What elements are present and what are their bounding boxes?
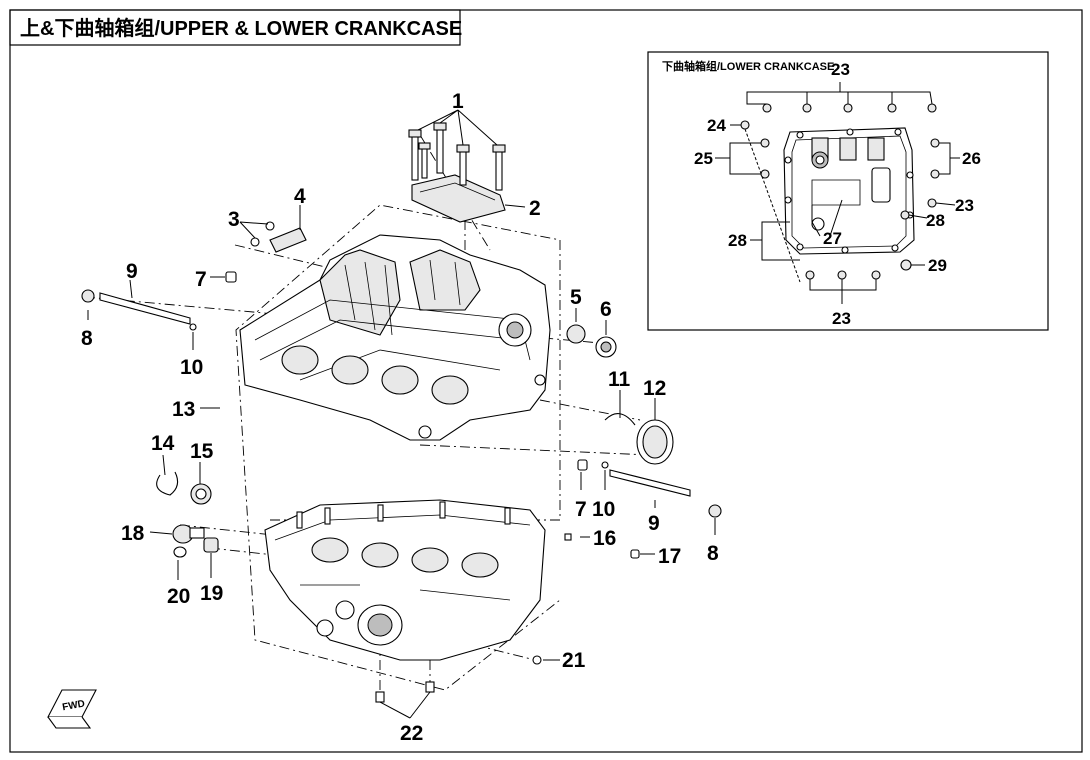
inset-callout-28-right: 28 — [926, 211, 945, 230]
callout-8-right: 8 — [707, 542, 719, 565]
callout-8-left: 8 — [81, 327, 93, 350]
inset-title: 下曲轴箱组/LOWER CRANKCASE — [662, 59, 834, 73]
callout-16: 16 — [593, 527, 616, 550]
inset-lower-crankcase: 23 24 25 26 23 28 27 28 29 23 — [694, 60, 981, 328]
inset-bolt-holes — [784, 128, 914, 254]
inset-frame — [647, 51, 1049, 331]
fwd-label: FWD — [61, 698, 85, 713]
callout-13: 13 — [172, 398, 195, 421]
title-box — [9, 9, 461, 46]
callout-18: 18 — [121, 522, 145, 545]
callout-7-upper: 7 — [195, 268, 207, 291]
callout-11: 11 — [608, 368, 631, 391]
inset-callout-25: 25 — [694, 149, 713, 168]
cover-bolts — [408, 122, 506, 191]
lower-crankcase-studs — [296, 501, 511, 529]
lower-crankcase — [264, 499, 546, 661]
callout-10-left: 10 — [180, 356, 203, 379]
inset-callout-23-top: 23 — [831, 60, 850, 79]
callout-numbers: 1 2 3 4 5 6 7 7 8 8 9 9 10 10 11 12 13 1… — [81, 90, 719, 745]
callout-7-lower: 7 — [575, 498, 587, 521]
inset-callout-29: 29 — [928, 256, 947, 275]
breather-cover-plate — [411, 174, 506, 223]
callout-20: 20 — [167, 585, 190, 608]
callout-14: 14 — [151, 432, 175, 455]
callout-9-right: 9 — [648, 512, 660, 535]
callout-22: 22 — [400, 722, 423, 745]
callout-2: 2 — [529, 197, 541, 220]
callout-5: 5 — [570, 286, 582, 309]
inset-callout-24: 24 — [707, 116, 726, 135]
callout-10-right: 10 — [592, 498, 615, 521]
callout-1: 1 — [452, 90, 464, 113]
lower-crankcase-webs — [311, 537, 499, 646]
callout-19: 19 — [200, 582, 223, 605]
inset-callout-23-right: 23 — [955, 196, 974, 215]
callout-15: 15 — [190, 440, 214, 463]
upper-small-parts — [81, 221, 722, 559]
inset-callout-27: 27 — [823, 229, 842, 248]
callout-12: 12 — [643, 377, 666, 400]
upper-crankcase-webs — [281, 313, 532, 405]
upper-crankcase — [239, 234, 551, 441]
leader-lines — [87, 109, 716, 719]
inset-callout-26: 26 — [962, 149, 981, 168]
page-title: 上&下曲轴箱组/UPPER & LOWER CRANKCASE — [20, 16, 462, 40]
callout-21: 21 — [562, 649, 586, 672]
inset-bolts — [740, 103, 940, 280]
callout-4: 4 — [294, 185, 306, 208]
forward-arrow-icon: FWD — [47, 689, 97, 729]
outer-frame — [9, 9, 1083, 753]
lower-small-parts — [156, 471, 542, 703]
callout-6: 6 — [600, 298, 612, 321]
callout-9-left: 9 — [126, 260, 138, 283]
callout-17: 17 — [658, 545, 681, 568]
inset-callout-23-bottom: 23 — [832, 309, 851, 328]
callout-3: 3 — [228, 208, 240, 231]
inset-callout-28-left: 28 — [728, 231, 747, 250]
